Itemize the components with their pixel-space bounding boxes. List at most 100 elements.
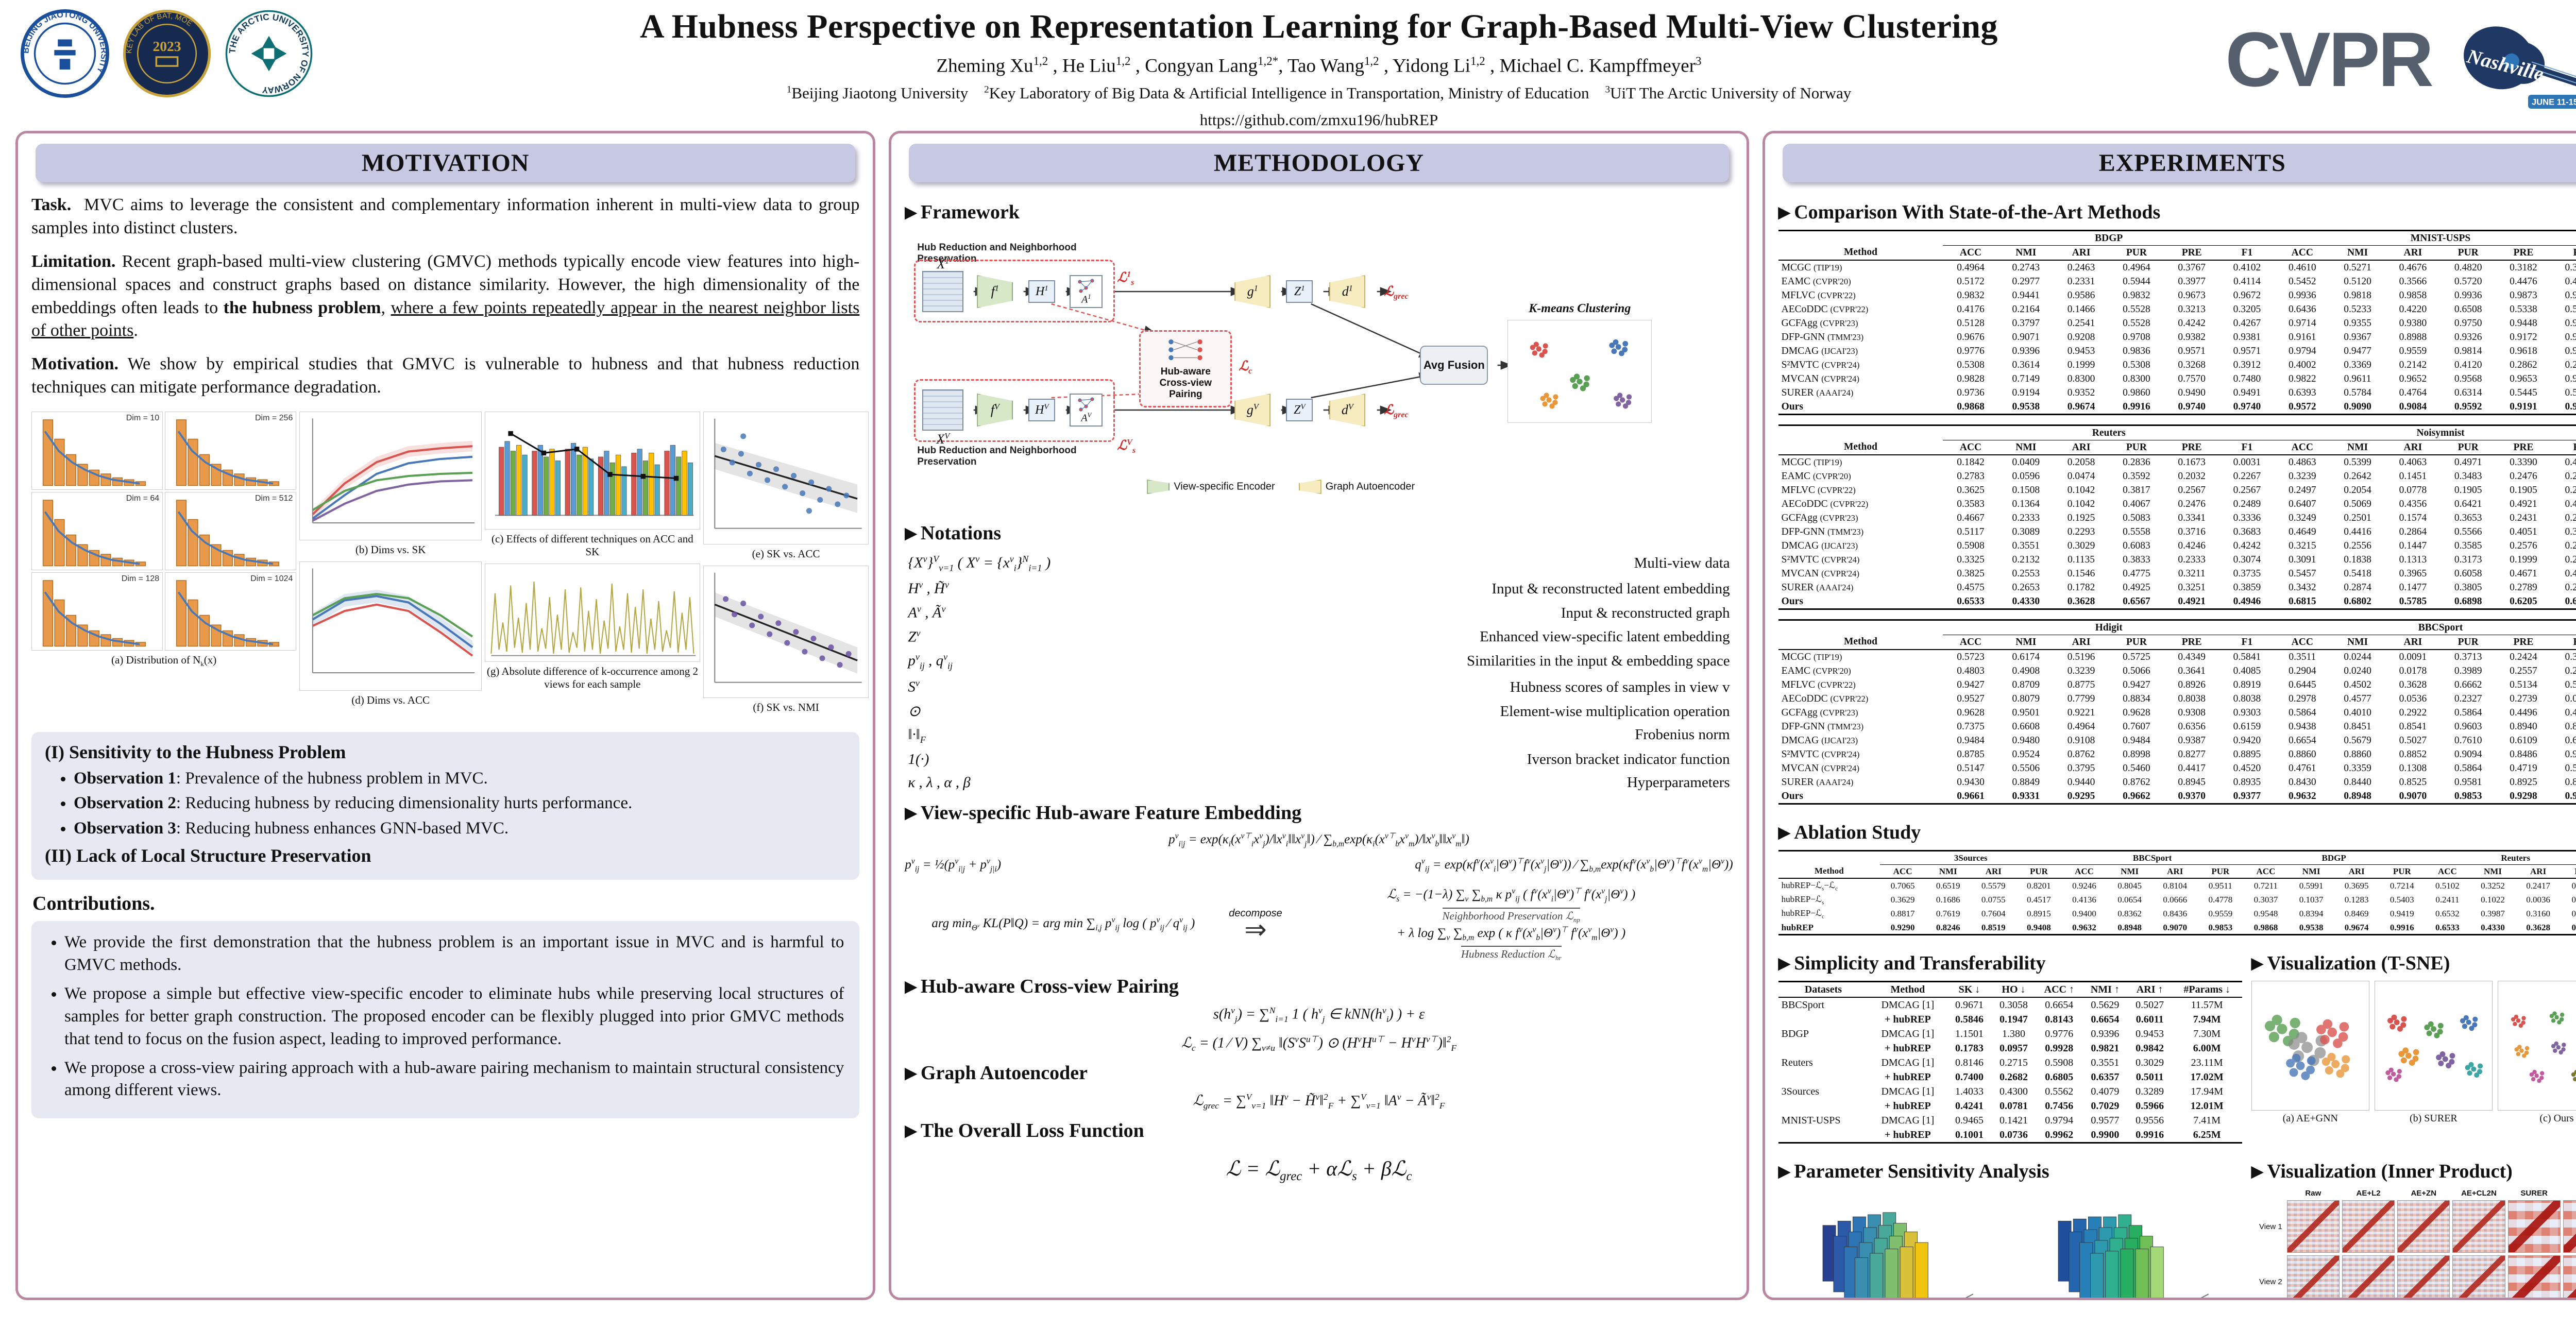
loss-s-block: ℒs = −(1−λ) ∑v ∑b,m κ pvij ( fv(xvi|Θv)⊤… <box>1290 885 1733 962</box>
poster-header: BEIJING JIAOTONG UNIVERSITY KEY LAB OF B… <box>0 0 2576 129</box>
notation-row: ⊙Element-wise multiplication operation <box>908 703 1730 720</box>
histogram-dim10: Dim = 10 <box>31 412 163 490</box>
heatmap-cell <box>2286 1200 2340 1253</box>
inner-col-label: Ours <box>2563 1189 2576 1198</box>
heatmap-cell <box>2397 1200 2450 1253</box>
kmeans-label: K-means Clustering <box>1529 302 1631 315</box>
chart-techniques-acc-sk <box>484 412 700 530</box>
repo-link[interactable]: https://github.com/zmxu196/hubREP <box>1199 111 1438 129</box>
histogram-dim256: Dim = 256 <box>165 412 297 490</box>
heatmap-cell <box>2452 1200 2505 1253</box>
contribution-1: We provide the first demonstration that … <box>64 931 844 977</box>
equation-hubness-score: s(hvj) = ∑Ni=1 1 ( hvj ∈ kNN(hvi) ) + ε <box>1213 1005 1425 1024</box>
svg-text:JUNE 11-15, 2025: JUNE 11-15, 2025 <box>2532 98 2576 107</box>
equation-lgrec: ℒgrec = ∑Vv=1 ‖Hv − H̃v‖2F + ∑Vv=1 ‖Av −… <box>1193 1092 1445 1111</box>
decompose-arrow: decompose ⇒ <box>1229 907 1282 945</box>
graph-a1: A1 <box>1070 275 1103 308</box>
heatmap-cell <box>2563 1200 2576 1253</box>
avg-fusion-box: Avg Fusion <box>1420 346 1488 385</box>
header-center: A Hubness Perspective on Representation … <box>533 7 2105 129</box>
tsne-ours: (c) Ours <box>2497 981 2576 1124</box>
inner-col-label: Raw <box>2305 1189 2321 1198</box>
encoder-icon <box>1147 480 1170 494</box>
figure-bd-linecharts: (b) Dims vs. SK (d) Dims vs. ACC <box>299 412 482 720</box>
cross-view-pairing-box: Hub-aware Cross-view Pairing <box>1139 330 1232 407</box>
methodology-section-title: METHODOLOGY <box>1213 149 1425 177</box>
uit-logo: THE ARCTIC UNIVERSITY OF NORWAY <box>225 9 313 98</box>
ablation-heading: Ablation Study <box>1778 821 2576 844</box>
heatmap-cell <box>2397 1255 2450 1298</box>
loss-lgrec-bottom: ℒgrec <box>1384 402 1409 420</box>
equation-ls-hr: + λ log ∑v ∑b,m exp ( κ fv(xvb|Θv)⊤ fv(x… <box>1397 925 1626 942</box>
histogram-dim64: Dim = 64 <box>31 492 163 570</box>
observations-list: Observation 1: Prevalence of the hubness… <box>74 767 846 840</box>
inner-product-block: Visualization (Inner Product) Raw AE+L2 … <box>2251 1153 2576 1298</box>
affiliations: 1Beijing Jiaotong University 2Key Labora… <box>786 84 1852 103</box>
equation-ls-np: ℒs = −(1−λ) ∑v ∑b,m κ pvij ( fv(xvi|Θv)⊤… <box>1387 887 1636 904</box>
experiments-section-header: EXPERIMENTS <box>1782 144 2576 182</box>
observations-heading-1: (I) Sensitivity to the Hubness Problem <box>45 741 346 762</box>
inner-product-heading: Visualization (Inner Product) <box>2251 1160 2576 1183</box>
limitation-paragraph: Limitation. Recent graph-based multi-vie… <box>31 251 860 340</box>
inner-col-label: AE+ZN <box>2411 1189 2437 1198</box>
inner-col-label: SURER <box>2520 1189 2548 1198</box>
logo-group: BEIJING JIAOTONG UNIVERSITY KEY LAB OF B… <box>21 9 313 98</box>
task-paragraph: Task. MVC aims to leverage the consisten… <box>31 195 860 237</box>
inner-row-label: View 2 <box>2259 1277 2282 1286</box>
caption-g: (g) Absolute difference of k-occurrence … <box>486 665 698 691</box>
heatmap-cell <box>2342 1200 2395 1253</box>
gae-icon <box>1298 480 1321 494</box>
framework-legend: View-specific Encoder Graph Autoencoder <box>1147 480 1415 494</box>
decompose-arrow-icon: ⇒ <box>1244 914 1267 945</box>
lab-logo: KEY LAB OF BAT, MOE 2023 <box>123 9 211 98</box>
embedding-hv: HV <box>1028 399 1056 421</box>
experiments-section-title: EXPERIMENTS <box>2098 149 2286 177</box>
legend-gae: Graph Autoencoder <box>1298 480 1415 494</box>
hub-reduction-region-label-top: Hub Reduction and Neighborhood Preservat… <box>917 242 1077 264</box>
comparison-heading: Comparison With State-of-the-Art Methods <box>1778 201 2576 224</box>
simplicity-heading: Simplicity and Transferability <box>1778 952 2242 975</box>
embedding-h1: H1 <box>1028 280 1056 303</box>
observation-1: Observation 1: Prevalence of the hubness… <box>74 767 846 790</box>
chart-dims-vs-acc <box>299 561 482 691</box>
cvpr-guitar: Nashville JUNE 11-15, 2025 <box>2437 21 2576 113</box>
neighborhood-preservation-label: Neighborhood Preservation ℒnp <box>1442 907 1580 924</box>
chart-sk-vs-acc <box>703 412 869 544</box>
methodology-column: METHODOLOGY Framework <box>889 131 1749 1300</box>
authors: Zheming Xu1,2 , He Liu1,2 , Congyan Lang… <box>936 54 1702 77</box>
inner-col-label: AE+CL2N <box>2461 1189 2497 1198</box>
svg-text:2023: 2023 <box>152 38 181 54</box>
embedding-heading: View-specific Hub-aware Feature Embeddin… <box>905 802 1733 824</box>
equation-kl: arg minΘv KL(P‖Q) = arg min ∑i,j pvij lo… <box>931 915 1195 932</box>
motivation-paragraph: Motivation. We show by empirical studies… <box>31 354 860 397</box>
equation-p-conditional: pvi|j = exp(κi(xv⊤ixvj)/‖xvi‖‖xvj‖) ⁄ ∑b… <box>1168 832 1469 849</box>
contributions-list: We provide the first demonstration that … <box>64 931 844 1102</box>
observations-box: (I) Sensitivity to the Hubness Problem O… <box>31 731 860 880</box>
kmeans-scatter <box>1507 320 1652 423</box>
chart-dims-vs-sk <box>299 412 482 541</box>
inner-product-grid: Raw AE+L2 AE+ZN AE+CL2N SURER Ours View … <box>2251 1189 2576 1298</box>
graph-av: AV <box>1070 394 1103 427</box>
hubness-reduction-label: Hubness Reduction ℒhr <box>1461 946 1562 962</box>
gae-heading: Graph Autoencoder <box>905 1062 1733 1084</box>
motivation-figures: Dim = 10 Dim = 256 Dim = 64 Dim = 5 <box>31 412 869 720</box>
caption-c: (c) Effects of different techniques on A… <box>492 532 693 558</box>
chart-sk-vs-nmi <box>703 565 869 698</box>
equation-q: qvij = exp(κfv(xvi|Θv)⊤fv(xvj|Θv)) ⁄ ∑b,… <box>1415 857 1733 874</box>
caption-f: (f) SK vs. NMI <box>753 701 819 714</box>
heatmap-cell <box>2342 1255 2395 1298</box>
transferability-block: Simplicity and Transferability DatasetsM… <box>1778 945 2242 1153</box>
cvpr-wordmark: CVPR <box>2225 16 2434 103</box>
equation-p-symmetric: pvij = ½(pvi|j + pvj|i) <box>905 857 1002 874</box>
contributions-box: We provide the first demonstration that … <box>31 921 860 1119</box>
notations-table: {Xv}Vv=1 ( Xv = {xvi}Ni=1 )Multi-view da… <box>905 551 1733 794</box>
param-chart-beta-alpha: (a) ACC with β vs α <box>1778 1189 2007 1298</box>
